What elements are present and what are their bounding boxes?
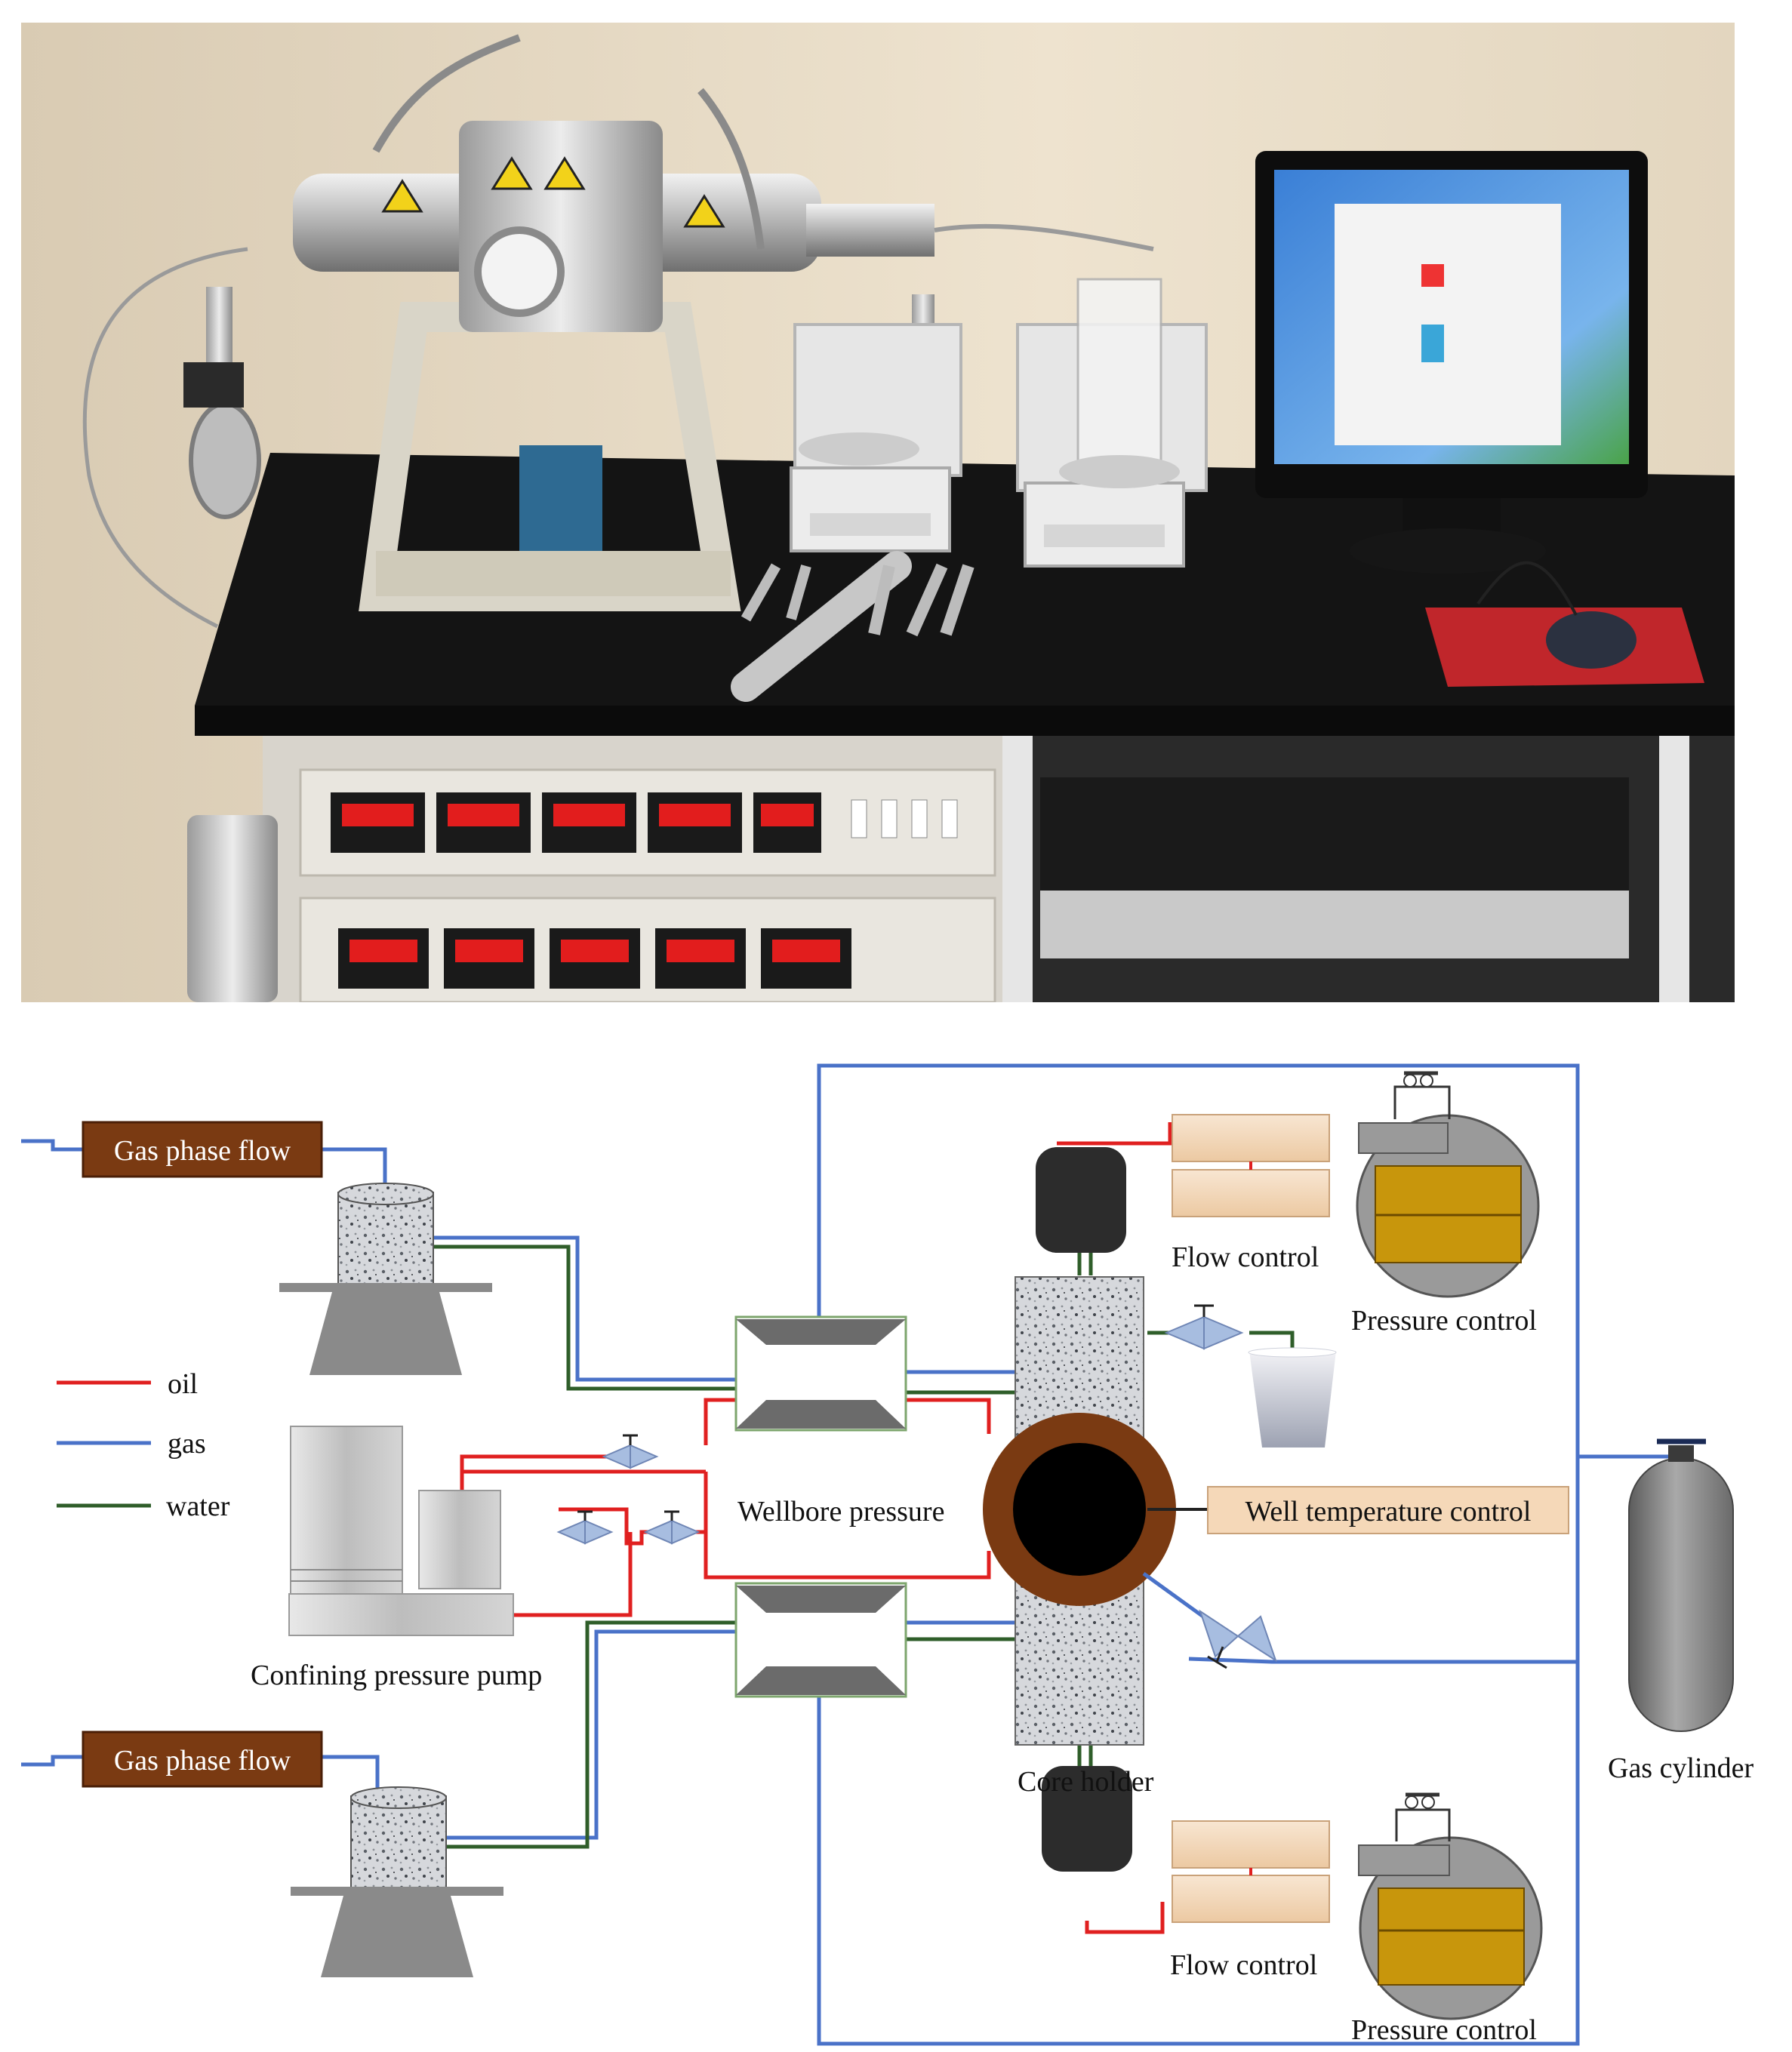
gas-cylinder: Gas cylinder [1608, 1438, 1754, 1784]
collection-cup [1248, 1347, 1337, 1447]
confining-pressure-pump: Confining pressure pump [251, 1426, 542, 1691]
well-temperature-control-label: Well temperature control [1245, 1496, 1532, 1527]
gas-cylinder-label: Gas cylinder [1608, 1752, 1754, 1784]
valve-icon [602, 1434, 659, 1469]
legend-gas-label: gas [168, 1428, 206, 1460]
legend: oil gas water [57, 1368, 230, 1522]
lab-apparatus-photo [21, 23, 1735, 1002]
flow-control-top-label: Flow control [1172, 1241, 1319, 1273]
legend-water-label: water [166, 1491, 230, 1522]
gas-phase-flow-bottom: Gas phase flow [82, 1731, 323, 1788]
sample-holder-bottom [291, 1786, 503, 1977]
flow-control-top: Flow control [1172, 1114, 1330, 1273]
gas-phase-flow-top-label: Gas phase flow [114, 1135, 291, 1167]
piston-clamp-bottom [734, 1582, 907, 1698]
legend-oil-label: oil [168, 1368, 198, 1400]
core-holder-label: Core holder [1018, 1766, 1154, 1798]
well-temperature-control: Well temperature control [1207, 1486, 1569, 1534]
valve-icon [556, 1510, 614, 1545]
valve-icon [643, 1510, 700, 1545]
gas-phase-flow-top: Gas phase flow [82, 1121, 323, 1178]
valve-icon [1199, 1609, 1277, 1669]
pressure-control-top-label: Pressure control [1351, 1305, 1537, 1337]
pressure-control-bottom-label: Pressure control [1351, 2014, 1537, 2046]
sample-holder-top [279, 1183, 492, 1375]
wellbore-pressure-label: Wellbore pressure [737, 1496, 944, 1527]
valve-icon [1164, 1304, 1244, 1350]
pressure-control-top: Pressure control [1351, 1071, 1540, 1337]
core-holder: Core holder [983, 1147, 1213, 1872]
experiment-schematic: Gas phase flow Gas phase flow oil gas wa… [21, 1063, 1754, 2046]
pressure-control-bottom: Pressure control [1351, 1792, 1543, 2046]
flow-control-bottom-label: Flow control [1170, 1949, 1317, 1981]
confining-pressure-pump-label: Confining pressure pump [251, 1660, 542, 1691]
piston-clamp-top [734, 1315, 907, 1432]
gas-phase-flow-bottom-label: Gas phase flow [114, 1745, 291, 1777]
flow-control-bottom: Flow control [1170, 1820, 1330, 1981]
